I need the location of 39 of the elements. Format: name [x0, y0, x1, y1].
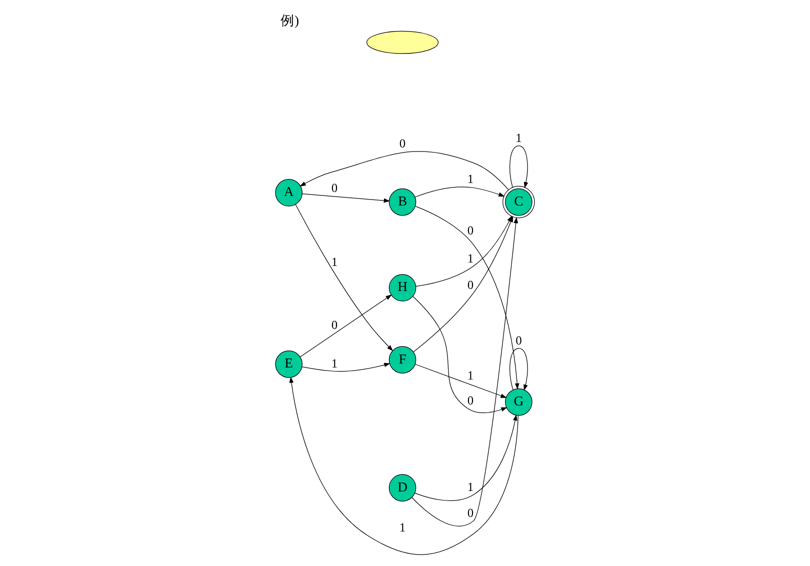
arrow [414, 206, 520, 390]
node-circle: C [502, 186, 535, 218]
arrow [300, 151, 509, 190]
edge-label: 1 [399, 520, 406, 534]
edge-label: 1 [467, 251, 474, 266]
edge-label: 0 [467, 223, 474, 238]
edge-label: 0 [399, 136, 406, 150]
edge-label: 1 [467, 368, 474, 383]
node-circle: D [388, 474, 416, 502]
node-circle: G [505, 388, 532, 416]
node-circle: B [388, 188, 416, 216]
edge-label: 1 [467, 172, 474, 186]
edge-label: 1 [467, 480, 474, 494]
edge-label: 1 [516, 131, 522, 146]
edge-label: 0 [467, 506, 474, 520]
node-circle: A [275, 179, 302, 206]
arrow [302, 362, 390, 372]
arrow [295, 204, 394, 352]
node-circle: F [388, 346, 416, 374]
edge-label: 0 [331, 181, 338, 196]
edge-label: 0 [516, 334, 522, 348]
node-circle: H [388, 274, 416, 302]
edge-label: 1 [331, 356, 338, 370]
arrow [412, 296, 508, 414]
node-circle: E [275, 350, 302, 378]
arrow [302, 193, 390, 203]
edge-label: 0 [331, 318, 338, 332]
arrow [414, 186, 505, 198]
edge-label: 1 [331, 255, 338, 270]
arrow [289, 376, 518, 555]
arrow [510, 348, 528, 391]
edge-label: 0 [467, 394, 474, 408]
node-cloud [366, 30, 439, 54]
arrow [510, 146, 528, 188]
edge-label: 0 [467, 278, 474, 292]
arrow [414, 414, 518, 501]
diagram-title: 例) [280, 12, 300, 28]
arrow [300, 294, 392, 358]
arrow [414, 364, 507, 398]
